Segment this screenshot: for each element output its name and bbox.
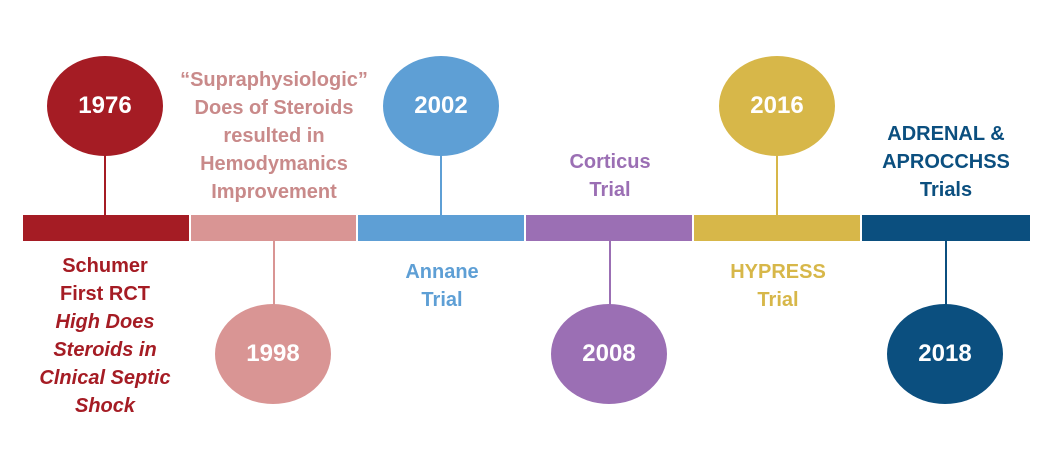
connector-1976: [104, 150, 106, 215]
year-marker-2002: 2002: [383, 56, 499, 156]
event-description-1976: Schumer First RCT High Does Steroids in …: [15, 252, 195, 420]
event-text-line: “Supraphysiologic”: [180, 69, 368, 91]
event-text-line: Improvement: [211, 181, 337, 203]
year-label: 2008: [582, 340, 636, 367]
event-text-line: Does of Steroids: [194, 97, 354, 119]
event-text-line: Clnical Septic: [39, 367, 171, 389]
year-label: 2018: [918, 340, 972, 367]
connector-1998: [273, 241, 275, 305]
event-text-line: Trial: [757, 289, 799, 311]
timeline-segment-2002: [358, 215, 524, 241]
year-marker-2008: 2008: [551, 304, 667, 404]
event-text-line: First RCT: [60, 283, 150, 305]
event-description-2018: ADRENAL & APROCCHSS Trials: [862, 120, 1030, 204]
event-text-line: Trial: [421, 289, 463, 311]
event-text-line: Steroids in: [53, 339, 157, 361]
year-label: 1998: [246, 340, 300, 367]
year-marker-1976: 1976: [47, 56, 163, 156]
connector-2018: [945, 241, 947, 305]
connector-2002: [440, 152, 442, 215]
timeline-segment-2016: [694, 215, 860, 241]
year-label: 2016: [750, 92, 804, 119]
event-text-line: Hemodymanics: [200, 153, 348, 175]
event-text-line: HYPRESS: [730, 261, 826, 283]
event-text-line: Trials: [919, 179, 973, 201]
connector-2008: [609, 241, 611, 305]
event-text-line: Schumer: [62, 255, 148, 277]
year-label: 1976: [78, 92, 132, 119]
timeline-segment-1976: [23, 215, 189, 241]
connector-2016: [776, 152, 778, 215]
event-text-line: Trial: [589, 179, 631, 201]
event-text-line: ADRENAL &: [887, 123, 1005, 145]
event-description-2008: Corticus Trial: [530, 148, 690, 204]
event-description-2016: HYPRESS Trial: [698, 258, 858, 314]
event-text-line: Annane: [405, 261, 479, 283]
year-marker-1998: 1998: [215, 304, 331, 404]
event-text-line: resulted in: [223, 125, 325, 147]
timeline-segment-2018: [862, 215, 1030, 241]
event-text-line: Shock: [74, 395, 136, 417]
event-description-2002: Annane Trial: [362, 258, 522, 314]
event-description-1998: “Supraphysiologic” Does of Steroids resu…: [172, 66, 376, 206]
event-text-line: Corticus: [569, 151, 651, 173]
year-marker-2016: 2016: [719, 56, 835, 156]
year-label: 2002: [414, 92, 468, 119]
timeline-segment-1998: [191, 215, 356, 241]
year-marker-2018: 2018: [887, 304, 1003, 404]
timeline-segment-2008: [526, 215, 692, 241]
event-text-line: APROCCHSS: [882, 151, 1010, 173]
event-text-line: High Does: [55, 311, 155, 333]
